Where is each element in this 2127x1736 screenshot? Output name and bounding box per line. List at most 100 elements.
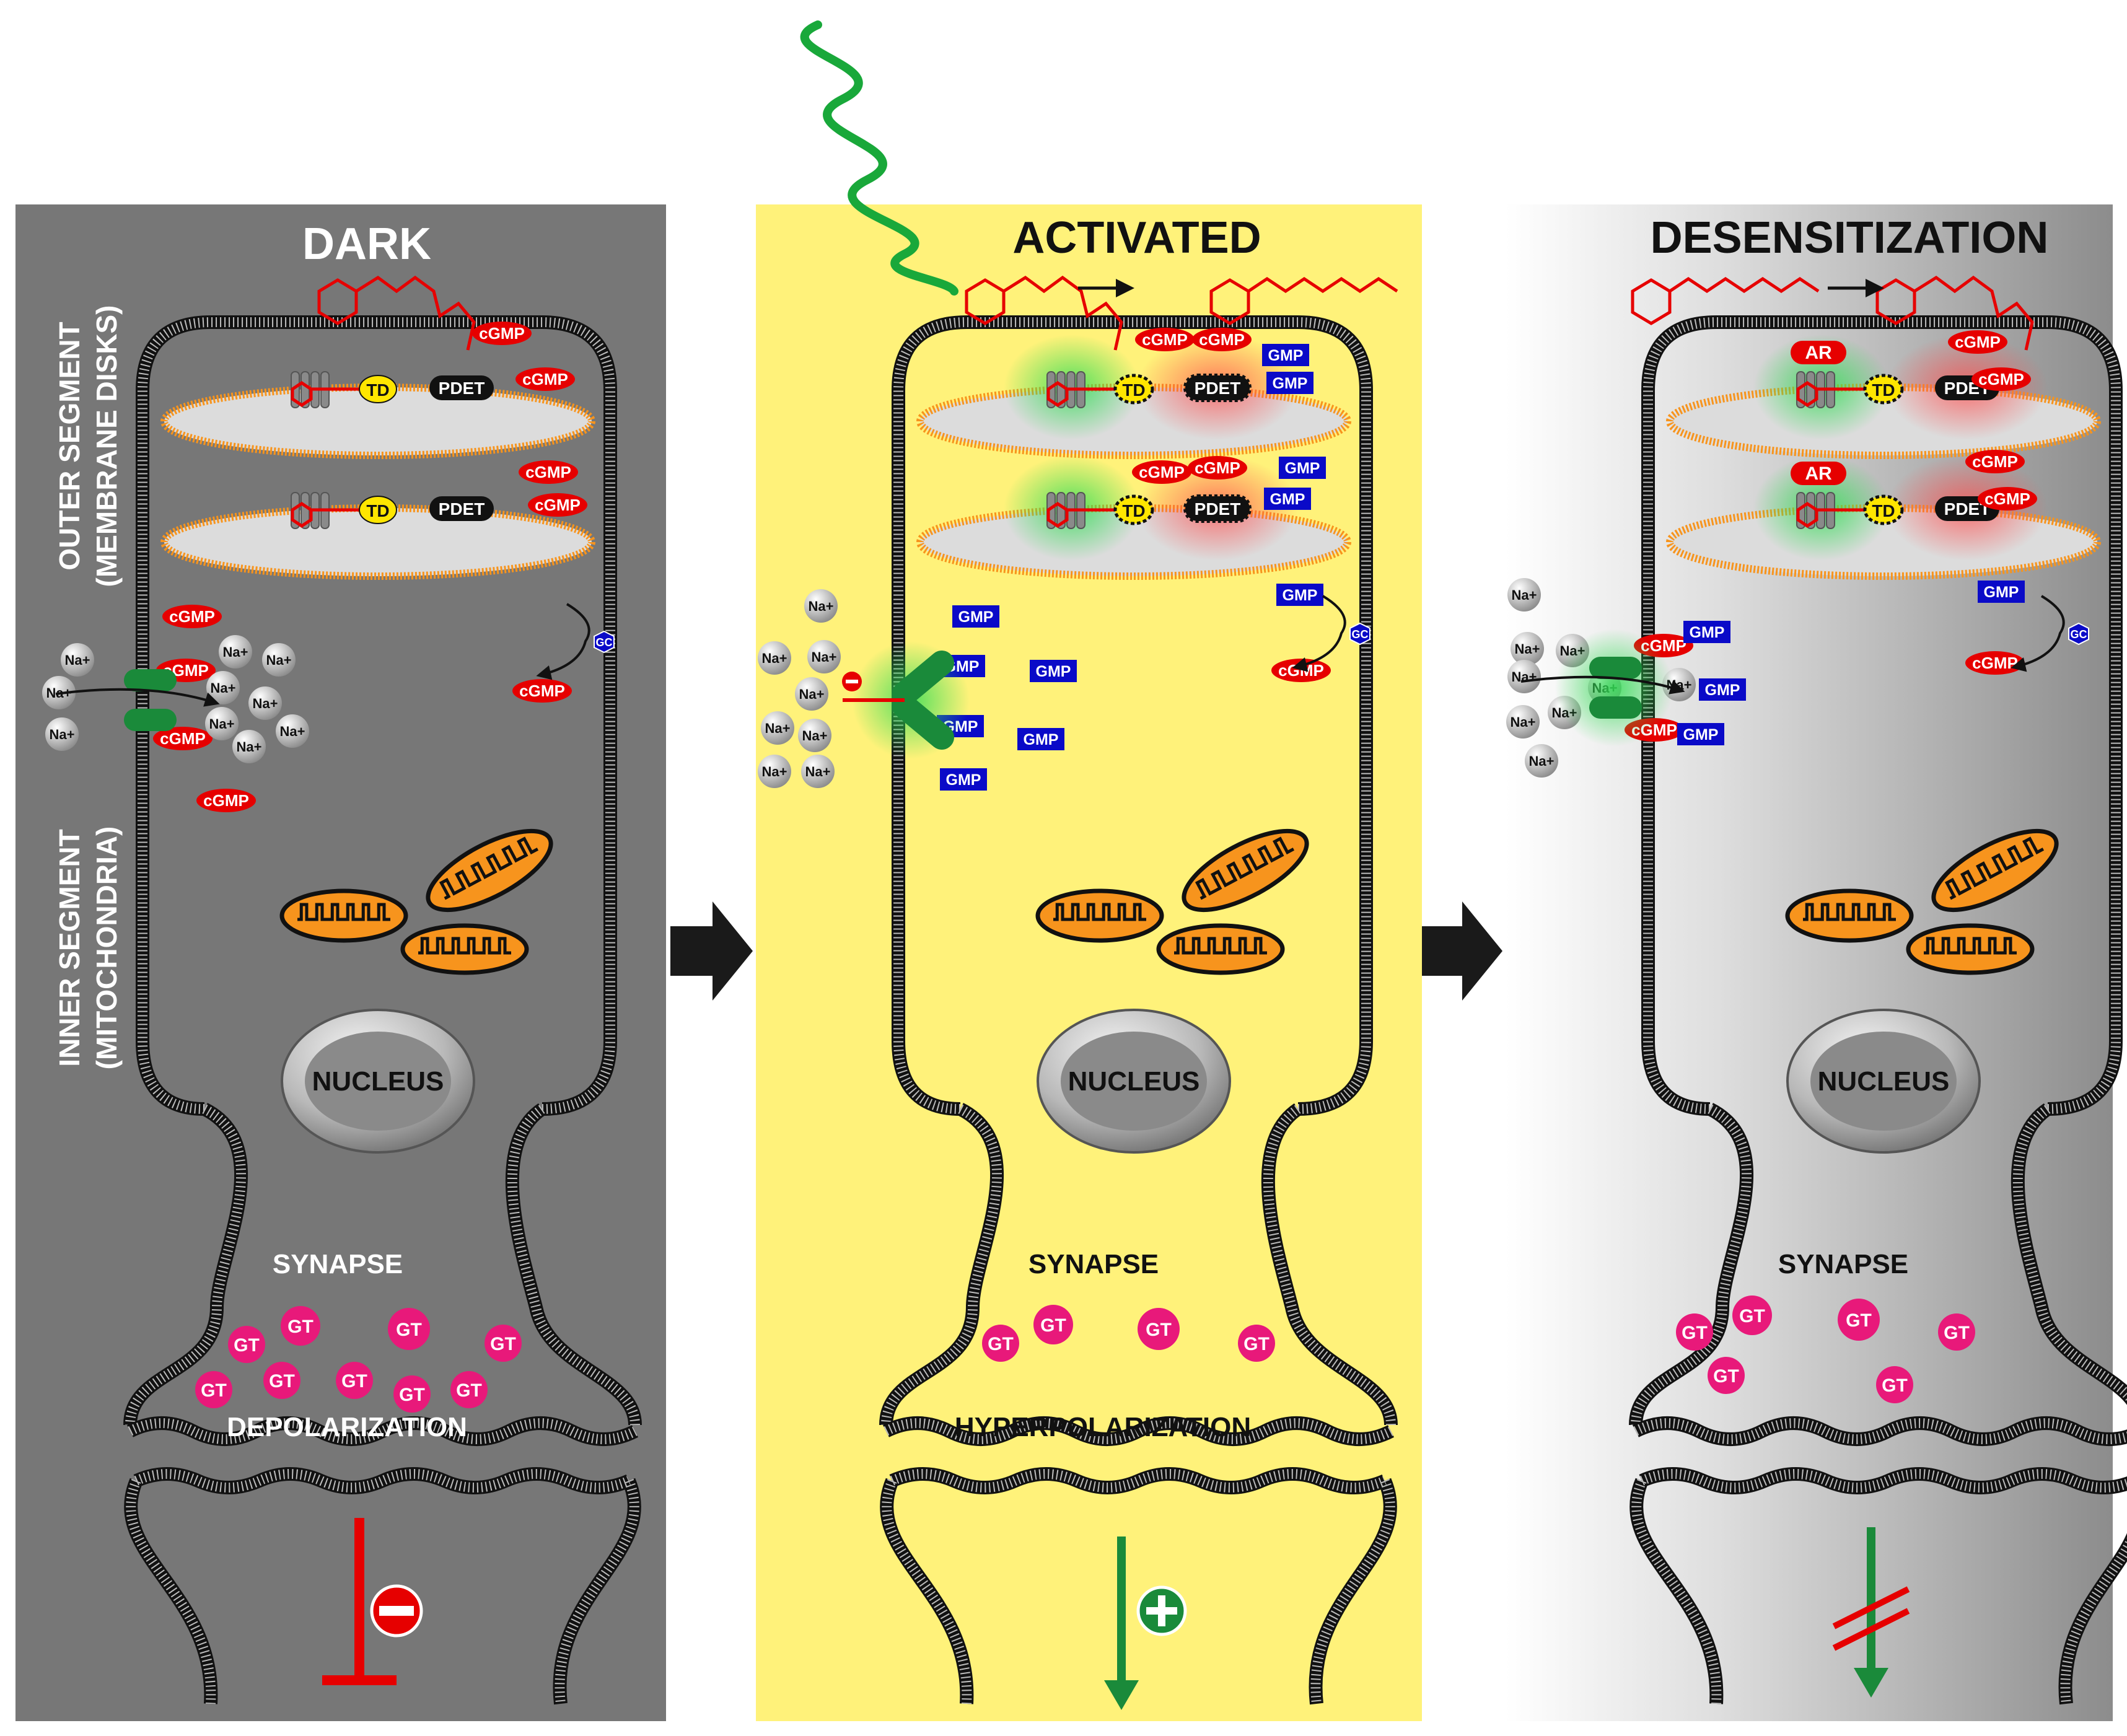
cgmp-molecule: cGMP [472, 322, 532, 345]
sodium-ion: Na+ [232, 730, 266, 763]
rhodopsin [1796, 371, 1866, 408]
gt-label: GT [1739, 1306, 1765, 1326]
channel-glow [1555, 629, 1673, 747]
gmp-molecule: GMP [1677, 723, 1724, 745]
cgmp-label: cGMP [1195, 458, 1240, 477]
mitochondrion [426, 828, 553, 913]
activated-title: ACTIVATED [1012, 213, 1261, 263]
cgmp-molecule: cGMP [1971, 367, 2031, 391]
sodium-ion: Na+ [798, 719, 831, 752]
sodium-label: Na+ [805, 764, 831, 779]
pdet-label: PDET [439, 379, 485, 398]
transducin-label: TD [1122, 380, 1145, 400]
rhodopsin [291, 371, 361, 408]
synaptic-terminal-right [1261, 1103, 1398, 1426]
cgmp-label: cGMP [1199, 330, 1245, 349]
nucleus-label: NUCLEUS [312, 1066, 444, 1097]
gt-label: GT [396, 1320, 422, 1340]
cgmp-label: cGMP [169, 607, 215, 626]
transducin: TD [1113, 494, 1154, 525]
gmp-label: GMP [1705, 682, 1740, 699]
sodium-ion: Na+ [795, 677, 828, 711]
gmp-molecule: GMP [1266, 372, 1313, 394]
cgmp-label: cGMP [479, 324, 525, 343]
synapse-label: SYNAPSE [1028, 1249, 1159, 1279]
cgmp-label: cGMP [535, 496, 581, 514]
transducin: TD [1113, 374, 1154, 405]
gmp-molecule: GMP [1262, 344, 1309, 366]
arrestin: AR [1791, 462, 1846, 485]
cgmp-molecule: cGMP [162, 605, 222, 628]
gmp-label: GMP [1024, 731, 1059, 748]
gmp-molecule: GMP [1030, 660, 1077, 682]
cng-channel [892, 651, 954, 750]
sodium-ion: Na+ [276, 714, 309, 748]
cgmp-molecule: cGMP [1135, 328, 1195, 351]
gmp-label: GMP [1036, 663, 1071, 680]
gc-label: GC [2071, 628, 2087, 641]
transducin-label: TD [366, 501, 389, 520]
cgmp-label: cGMP [525, 463, 571, 481]
gmp-molecule: GMP [940, 768, 987, 791]
cgmp-molecule: cGMP [515, 367, 575, 391]
sodium-label: Na+ [280, 724, 305, 739]
sodium-label: Na+ [211, 680, 236, 696]
phosphodiesterase: PDET [429, 375, 494, 400]
desensitization-title: DESENSITIZATION [1651, 213, 2049, 263]
gmp-molecule: GMP [1683, 621, 1730, 643]
gmp-molecule: GMP [1978, 581, 2025, 603]
cgmp-molecule: cGMP [1188, 456, 1247, 480]
glutamate-vesicle: GT [1876, 1366, 1913, 1403]
gt-label: GT [269, 1371, 295, 1392]
cgmp-label: cGMP [1978, 370, 2024, 388]
sodium-ion: Na+ [1525, 744, 1558, 778]
glutamate-vesicle: GT [263, 1362, 300, 1399]
sodium-label: Na+ [802, 728, 828, 743]
sodium-label: Na+ [762, 764, 787, 779]
synaptic-terminal-right [2011, 1103, 2127, 1406]
sodium-ion: Na+ [804, 589, 838, 623]
synaptic-terminal-left [879, 1103, 1004, 1426]
gc-label: GC [1352, 628, 1369, 641]
sodium-label: Na+ [1512, 587, 1537, 603]
gt-label: GT [1682, 1323, 1708, 1343]
glutamate-vesicle: GT [228, 1326, 265, 1363]
gt-label: GT [988, 1334, 1014, 1354]
inner-segment-label: INNER SEGMENT [53, 829, 86, 1066]
cgmp-label: cGMP [203, 791, 249, 810]
gmp-label: GMP [1283, 587, 1318, 604]
gmp-label: GMP [1273, 375, 1308, 392]
glutamate-vesicle: GT [982, 1325, 1019, 1362]
outer-segment-sublabel: (MEMBRANE DISKS) [90, 305, 123, 587]
retinal-chromophore [1631, 276, 1820, 325]
transducin-label: TD [366, 380, 389, 400]
sodium-ion: Na+ [1506, 705, 1540, 739]
cgmp-label: cGMP [1972, 452, 2018, 471]
outer-segment-label: OUTER SEGMENT [53, 322, 86, 570]
glutamate-vesicle: GT [1732, 1295, 1772, 1335]
retinal-chromophore [317, 275, 476, 351]
sodium-influx-arrow [55, 688, 220, 707]
gt-label: GT [1243, 1334, 1270, 1354]
sodium-influx-arrow [1520, 675, 1685, 695]
glutamate-vesicle: GT [393, 1375, 431, 1413]
gt-label: GT [1944, 1323, 1970, 1343]
gmp-label: GMP [1268, 347, 1304, 364]
transducin-label: TD [1872, 501, 1895, 520]
gc-arrow [2011, 595, 2065, 672]
sodium-label: Na+ [1511, 714, 1536, 730]
sodium-ion: Na+ [758, 641, 791, 675]
cgmp-label: cGMP [1984, 489, 2030, 508]
cgmp-label: cGMP [160, 729, 206, 748]
synaptic-terminal-left [123, 1103, 248, 1426]
cgmp-molecule: cGMP [196, 789, 256, 812]
presynaptic-membrane [1633, 1416, 2127, 1446]
gmp-molecule: GMP [1279, 457, 1326, 479]
glutamate-vesicle: GT [1033, 1305, 1073, 1344]
gt-label: GT [490, 1334, 516, 1354]
transducin-label: TD [1872, 380, 1895, 400]
arrestin-label: AR [1805, 343, 1832, 363]
